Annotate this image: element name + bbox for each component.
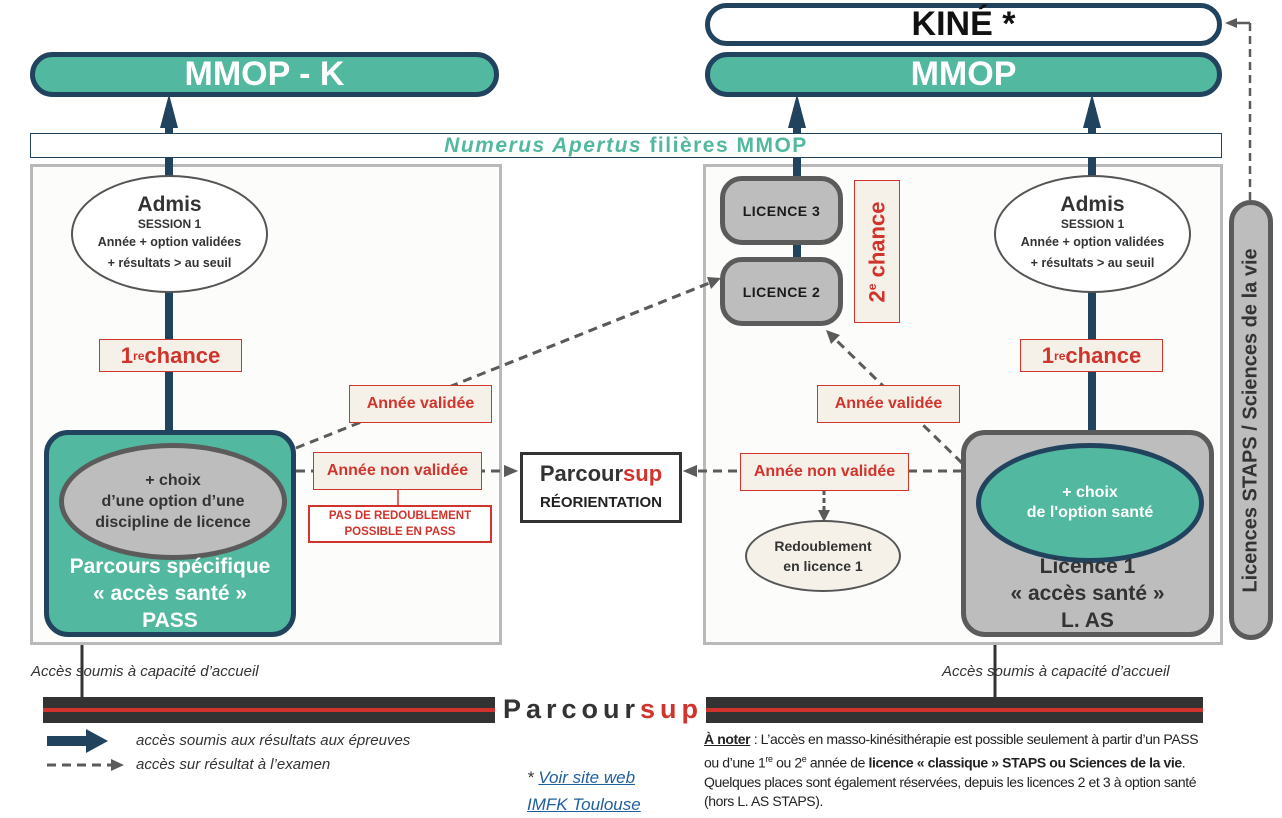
pass-option-ellipse: + choix d’une option d’une discipline de… (59, 443, 287, 560)
imfk-link-line1[interactable]: Voir site web (538, 768, 636, 787)
admis-line1: Année + option validées (1020, 235, 1165, 249)
annee-validee-label-right: Année validée (817, 385, 960, 423)
parcoursup-reorientation-box[interactable]: Parcoursup RÉORIENTATION (520, 452, 682, 523)
mmop-label: MMOP (910, 55, 1017, 93)
admis-session: SESSION 1 (137, 217, 202, 231)
imfk-link-block: * Voir site web IMFK Toulouse (527, 768, 641, 814)
imfk-link-line2[interactable]: IMFK Toulouse (527, 795, 641, 814)
parcoursup-logo-text: Parcoursup (539, 461, 663, 486)
admis-ellipse-left: Admis SESSION 1 Année + option validées … (71, 175, 268, 293)
mmop-box: MMOP (705, 52, 1222, 97)
capacity-note-left: Accès soumis à capacité d’accueil (31, 663, 259, 680)
numerus-apertus-banner: Numerus Apertus filières MMOP (30, 133, 1222, 158)
licences-staps-svt-pill: Licences STAPS / Sciences de la vie (1229, 200, 1273, 640)
solid-arrow-icon (47, 729, 108, 753)
kine-box: KINÉ * (705, 3, 1222, 46)
legend-solid-text: accès soumis aux résultats aux épreuves (136, 732, 411, 749)
pass-box: + choix d’une option d’une discipline de… (44, 430, 296, 637)
pass-title: Parcours spécifique « accès santé » PASS (69, 555, 271, 632)
mmop-k-box: MMOP - K (30, 52, 499, 97)
admis-session: SESSION 1 (1060, 217, 1125, 231)
admis-ellipse-right: Admis SESSION 1 Année + option validées … (994, 175, 1191, 293)
admis-title: Admis (137, 193, 202, 216)
annee-validee-label-left: Année validée (349, 385, 492, 423)
las-option-ellipse: + choix de l'option santé (976, 443, 1204, 563)
note-label: À noter (704, 731, 751, 747)
numerus-rest: filières MMOP (642, 133, 808, 157)
second-chance-label: 2e chance (854, 180, 900, 323)
las-box: + choix de l'option santé Licence 1 « ac… (961, 430, 1214, 637)
parcoursup-bar-logo: Parcoursup (502, 694, 704, 724)
admis-line2: + résultats > au seuil (107, 256, 232, 270)
arrowhead-mmopk (160, 94, 178, 128)
note-paragraph: À noter : L’accès en masso-kinésithérapi… (704, 731, 1199, 810)
las-title: Licence 1 « accès santé » L. AS (1010, 555, 1165, 632)
annee-non-validee-label-right: Année non validée (740, 453, 909, 491)
numerus-italic: Numerus Apertus (444, 133, 643, 157)
legend-dashed-text: accès sur résultat à l’examen (136, 756, 331, 773)
licence-2-box: LICENCE 2 (720, 257, 843, 326)
mmop-k-label: MMOP - K (184, 55, 345, 93)
licence-3-box: LICENCE 3 (720, 176, 843, 245)
dashed-arrow-icon (47, 759, 124, 771)
redoublement-ellipse: Redoublement en licence 1 (745, 520, 901, 592)
admis-line2: + résultats > au seuil (1030, 256, 1155, 270)
arrowhead-mmop-right (1083, 94, 1101, 128)
admis-title: Admis (1060, 193, 1125, 216)
kine-label: KINÉ * (911, 5, 1016, 43)
capacity-note-right: Accès soumis à capacité d’accueil (942, 663, 1170, 680)
annee-non-validee-label-left: Année non validée (313, 452, 482, 490)
reorientation-label: RÉORIENTATION (540, 494, 662, 511)
arrowhead-mmop-left (788, 94, 806, 128)
admis-line1: Année + option validées (97, 235, 242, 249)
no-repeat-pass-box: PAS DE REDOUBLEMENT POSSIBLE EN PASS (308, 505, 492, 543)
